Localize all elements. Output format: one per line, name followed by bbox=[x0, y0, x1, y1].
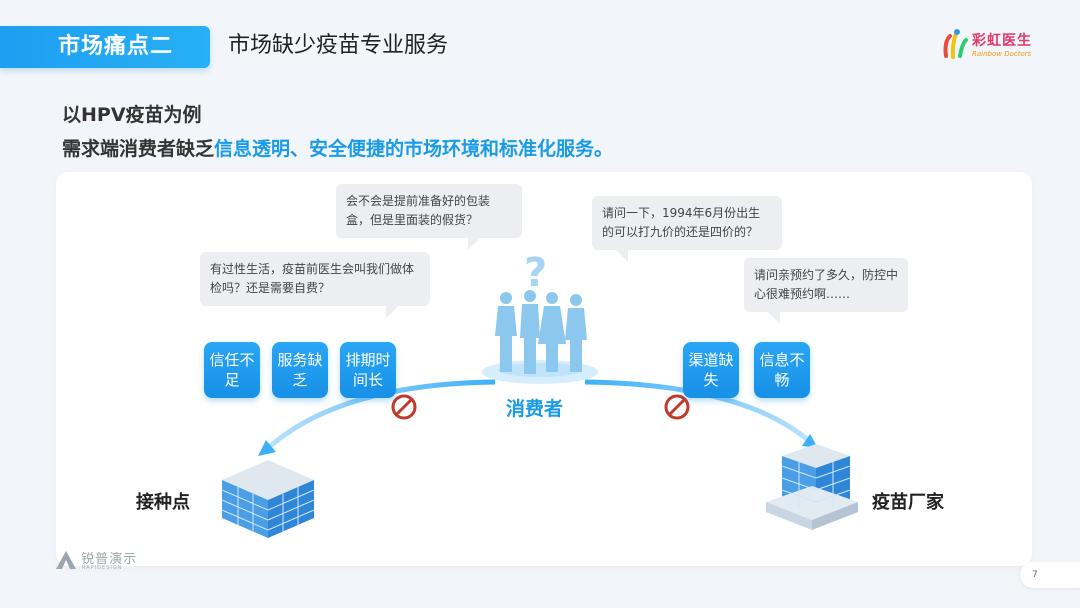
watermark: 锐普演示 RAPIDESIGN bbox=[56, 548, 138, 571]
heading-demand: 需求端消费者缺乏信息透明、安全便捷的市场环境和标准化服务。 bbox=[62, 134, 613, 161]
blocked-icon bbox=[664, 394, 690, 420]
brand-name: 彩虹医生 bbox=[972, 33, 1032, 49]
pain-chip-info: 信息不畅 bbox=[754, 342, 810, 398]
page-number: 7 bbox=[1020, 562, 1080, 588]
watermark-text: 锐普演示 bbox=[81, 552, 138, 567]
speech-bubble: 有过性生活，疫苗前医生会叫我们做体检吗？还是需要自费？ bbox=[200, 252, 430, 318]
pain-chip-trust: 信任不足 bbox=[204, 342, 260, 398]
vaccination-site-label: 接种点 bbox=[136, 492, 190, 513]
slide-title: 市场缺少疫苗专业服务 bbox=[228, 33, 449, 58]
pain-chip-queue: 排期时间长 bbox=[340, 342, 396, 398]
heading-demand-prefix: 需求端消费者缺乏 bbox=[62, 138, 215, 160]
question-mark-icon: ? bbox=[524, 250, 548, 296]
manufacturer-label: 疫苗厂家 bbox=[872, 492, 944, 513]
heading-demand-highlight: 信息透明、安全便捷的市场环境和标准化服务。 bbox=[214, 138, 614, 160]
brand-name-en: Rainbow Doctors bbox=[972, 50, 1032, 58]
speech-bubble: 会不会是提前准备好的包装盒，但是里面装的假货？ bbox=[336, 184, 522, 250]
watermark-subtext: RAPIDESIGN bbox=[82, 565, 123, 571]
arrow-left bbox=[266, 379, 496, 450]
watermark-logo-icon bbox=[56, 550, 76, 569]
clinic-building-icon bbox=[221, 460, 315, 538]
speech-bubble: 请问亲预约了多久，防控中心很难预约啊…… bbox=[744, 258, 908, 324]
rainbow-logo-icon bbox=[943, 29, 968, 59]
pain-chip-channel: 渠道缺失 bbox=[683, 342, 739, 398]
brand-logo: 彩虹医生 Rainbow Doctors bbox=[940, 28, 1050, 62]
consumers-group-icon bbox=[495, 290, 587, 374]
factory-building-icon bbox=[766, 444, 858, 530]
section-tag: 市场痛点二 bbox=[0, 26, 210, 68]
arrow-right-head bbox=[802, 434, 818, 448]
consumer-label: 消费者 bbox=[506, 398, 564, 420]
speech-bubble: 请问一下，1994年6月份出生的可以打九价的还是四价的？ bbox=[592, 196, 782, 262]
blocked-icon bbox=[391, 394, 417, 420]
heading-example: 以HPV疫苗为例 bbox=[62, 104, 202, 126]
arrow-left-head bbox=[258, 440, 276, 456]
pain-chip-service: 服务缺乏 bbox=[272, 342, 328, 398]
